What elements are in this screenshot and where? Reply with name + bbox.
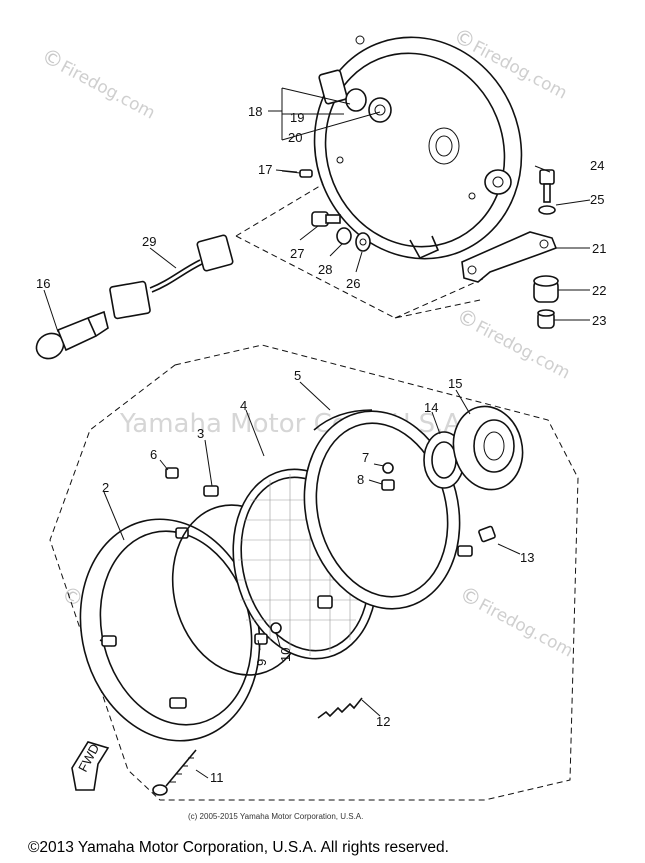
washer-10 <box>270 622 282 634</box>
cord-29 <box>109 234 234 320</box>
part-label-23: 23 <box>592 313 606 328</box>
spring-12 <box>317 697 381 719</box>
screw-7 <box>382 462 394 474</box>
mounting-bracket <box>461 231 558 283</box>
bolt-24 <box>539 169 555 203</box>
bulb-16 <box>35 310 109 360</box>
part-label-9: 9 <box>254 659 269 666</box>
part-label-22: 22 <box>592 283 606 298</box>
part-label-8: 8 <box>357 472 364 487</box>
part-label-5: 5 <box>294 368 301 383</box>
part-label-16: 16 <box>36 276 50 291</box>
nut-26 <box>355 232 371 252</box>
part-label-10: 10 <box>278 648 293 662</box>
part-labels: 2 3 4 5 6 7 8 9 10 11 12 13 14 15 16 17 … <box>36 104 606 785</box>
cover-15 <box>452 405 524 491</box>
part-label-11: 11 <box>210 770 224 785</box>
washer-25 <box>538 205 556 215</box>
watermark-site: Firedog.com <box>472 317 573 384</box>
washer-28 <box>336 227 352 245</box>
fwd-arrow: FWD <box>71 741 110 791</box>
part-label-3: 3 <box>197 426 204 441</box>
damper-22 <box>533 275 559 303</box>
part-label-6: 6 <box>150 447 157 462</box>
part-label-13: 13 <box>520 550 534 565</box>
copyright-caption: ©2013 Yamaha Motor Corporation, U.S.A. A… <box>28 839 449 856</box>
part-label-27: 27 <box>290 246 304 261</box>
part-label-14: 14 <box>424 400 438 415</box>
watermark-site: Firedog.com <box>475 595 576 662</box>
part-label-29: 29 <box>142 234 156 249</box>
part-label-17: 17 <box>258 162 272 177</box>
lower-assembly-outline <box>49 344 579 801</box>
nut-13 <box>478 525 496 543</box>
part-label-25: 25 <box>590 192 604 207</box>
bolt-27 <box>311 211 341 227</box>
screw-9 <box>254 633 268 645</box>
nut-8 <box>381 479 395 491</box>
part-label-21: 21 <box>592 241 606 256</box>
part-label-12: 12 <box>376 714 390 729</box>
part-label-2: 2 <box>102 480 109 495</box>
part-label-20: 20 <box>288 130 302 145</box>
part-label-19: 19 <box>290 110 304 125</box>
screw-11 <box>152 749 209 796</box>
part-label-26: 26 <box>346 276 360 291</box>
collar-23 <box>537 309 555 329</box>
part-label-18: 18 <box>248 104 262 119</box>
screw-6 <box>165 467 179 479</box>
part-label-7: 7 <box>362 450 369 465</box>
part-label-24: 24 <box>590 158 604 173</box>
part-label-4: 4 <box>240 398 247 413</box>
part-label-15: 15 <box>448 376 462 391</box>
headlight-case <box>313 35 523 260</box>
watermark-site: Firedog.com <box>57 57 158 124</box>
part-label-28: 28 <box>318 262 332 277</box>
leader-lines <box>43 87 591 651</box>
reflector-case-5 <box>303 409 473 610</box>
diagram-footnote: (c) 2005-2015 Yamaha Motor Corporation, … <box>188 812 363 821</box>
headlight-rim-2 <box>79 518 261 742</box>
